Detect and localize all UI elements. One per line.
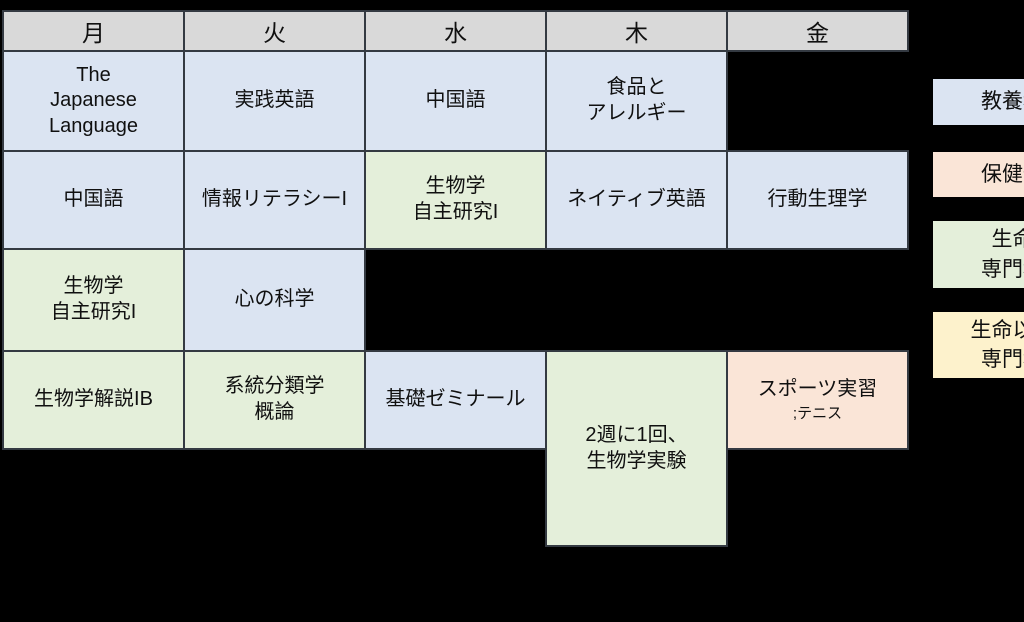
period-3-row: 生物学 自主研究I 心の科学 [2, 248, 908, 352]
period-2-row: 中国語 情報リテラシーI 生物学 自主研究I ネイティブ英語 行動生理学 [2, 150, 909, 250]
cell-tue-4: 系統分類学 概論 [183, 350, 366, 450]
cell-mon-2: 中国語 [2, 150, 185, 250]
cell-tue-1: 実践英語 [183, 50, 366, 152]
course-name: 基礎ゼミナール [385, 388, 526, 411]
cell-tue-2: 情報リテラシーI [183, 150, 366, 250]
cell-fri-1-empty [727, 51, 908, 151]
legend-label: 教養科目 [981, 90, 1024, 114]
course-name: 実践英語 [234, 89, 315, 112]
day-header-fri: 金 [726, 10, 909, 52]
header-row: 月 火 水 木 金 [2, 10, 909, 52]
weekly-timetable: 月 火 水 木 金 The Japanese Language 実践英語 中国語… [2, 10, 909, 547]
day-header-mon: 月 [2, 10, 185, 52]
cell-thu-2: ネイティブ英語 [545, 150, 728, 250]
cell-tue-5-empty [184, 449, 365, 546]
legend-item-non-life-specialized: 生命以外の 専門科目 [933, 312, 1024, 378]
period-1-row: The Japanese Language 実践英語 中国語 食品と アレルギー [2, 50, 908, 152]
cell-wed-3-empty [365, 249, 546, 351]
cell-tue-3: 心の科学 [183, 248, 366, 352]
course-name: 生物学 自主研究I [50, 275, 137, 323]
course-name: 食品と アレルギー [586, 76, 687, 124]
course-name: 行動生理学 [767, 188, 868, 211]
course-name: 系統分類学 概論 [224, 375, 325, 423]
course-name: 生物学 自主研究I [412, 175, 499, 223]
legend-label: 生命の 専門科目 [981, 228, 1024, 281]
cell-wed-5-empty [365, 449, 546, 546]
cell-thu-4-5-merged: 2週に1回、 生物学実験 [545, 350, 728, 547]
cell-fri-4: スポーツ実習 ;テニス [726, 350, 909, 450]
course-name: 生物学解説IB [34, 388, 153, 411]
cell-mon-4: 生物学解説IB [2, 350, 185, 450]
legend-item-general-education: 教養科目 [933, 79, 1024, 125]
course-subtitle: ;テニス [792, 404, 843, 422]
day-header-tue: 火 [183, 10, 366, 52]
course-name: スポーツ実習 [757, 377, 878, 400]
cell-mon-1: The Japanese Language [2, 50, 185, 152]
course-name: 情報リテラシーI [201, 188, 348, 211]
legend-label: 生命以外の 専門科目 [970, 318, 1024, 371]
day-header-wed: 水 [364, 10, 547, 52]
course-name: 心の科学 [234, 288, 315, 311]
legend-label: 保健体育 [981, 162, 1024, 186]
cell-mon-3: 生物学 自主研究I [2, 248, 185, 352]
cell-thu-1: 食品と アレルギー [545, 50, 728, 152]
cell-mon-5-empty [3, 449, 184, 546]
cell-fri-2: 行動生理学 [726, 150, 909, 250]
course-name: The Japanese Language [49, 63, 138, 137]
period-5-row [3, 449, 908, 546]
cell-wed-4: 基礎ゼミナール [364, 350, 547, 450]
legend-item-life-specialized: 生命の 専門科目 [933, 221, 1024, 288]
day-header-thu: 木 [545, 10, 728, 52]
cell-wed-2: 生物学 自主研究I [364, 150, 547, 250]
cell-fri-3-empty [727, 249, 908, 351]
cell-fri-5-empty [727, 449, 908, 546]
course-name: ネイティブ英語 [567, 188, 706, 211]
course-name: 中国語 [425, 89, 486, 112]
course-name: 中国語 [63, 188, 124, 211]
legend-item-health-pe: 保健体育 [933, 152, 1024, 197]
period-4-row: 生物学解説IB 系統分類学 概論 基礎ゼミナール 2週に1回、 生物学実験 スポ… [2, 350, 909, 547]
course-name: 2週に1回、 生物学実験 [585, 423, 688, 472]
cell-thu-3-empty [546, 249, 727, 351]
cell-wed-1: 中国語 [364, 50, 547, 152]
